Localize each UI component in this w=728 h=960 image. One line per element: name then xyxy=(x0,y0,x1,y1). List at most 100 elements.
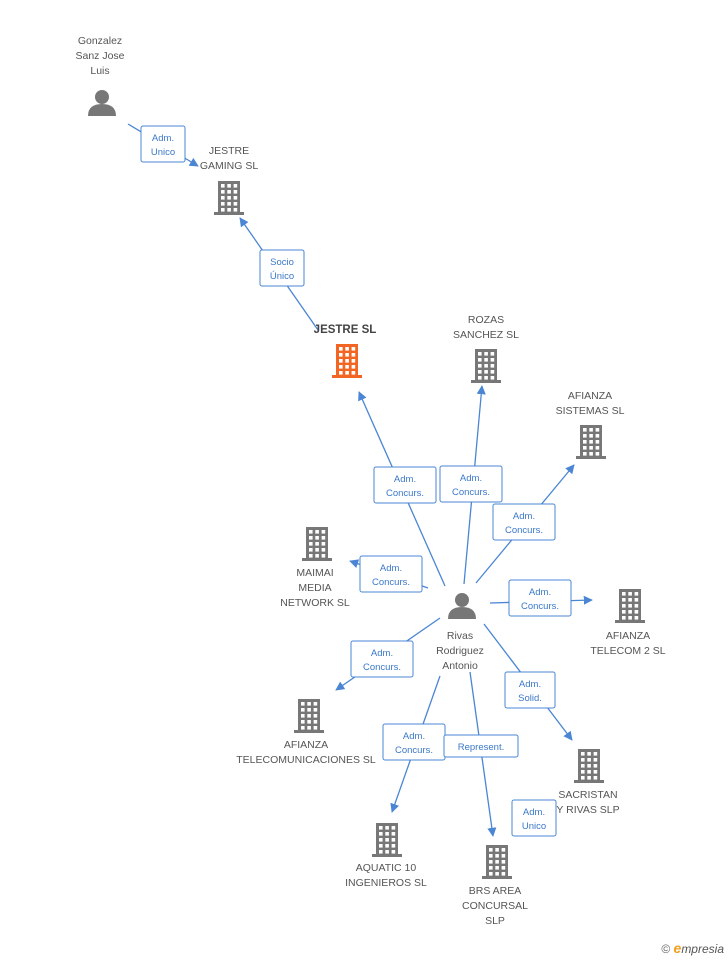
node-afianza_sistemas[interactable]: AFIANZA SISTEMAS SL xyxy=(556,390,625,459)
node-label: NETWORK SL xyxy=(280,597,350,609)
edge-label-text: Adm. xyxy=(460,473,482,484)
edge-label-box xyxy=(443,734,519,758)
building-icon xyxy=(214,181,244,215)
edge-label-text: Unico xyxy=(151,147,175,158)
node-label: MEDIA xyxy=(298,582,331,594)
person-icon xyxy=(448,593,476,619)
edge-label-text: Solid. xyxy=(518,693,542,704)
node-jestre[interactable]: JESTRE SL xyxy=(314,324,377,378)
edge-label-text: Concurs. xyxy=(372,577,410,588)
node-label: INGENIEROS SL xyxy=(345,877,427,889)
copyright-icon: © xyxy=(661,942,671,956)
node-label: BRS AREA xyxy=(469,885,522,897)
edge-label-text: Concurs. xyxy=(452,487,490,498)
edge-label-gonzalez-jestre_gaming[interactable]: Adm. Unico xyxy=(140,125,186,163)
edge-label-text: Concurs. xyxy=(505,525,543,536)
brand-logo: empresia xyxy=(673,940,724,956)
edge-label-box xyxy=(439,465,503,503)
person-icon xyxy=(88,90,116,116)
node-label: SLP xyxy=(485,915,505,927)
building-icon xyxy=(576,425,606,459)
edge-label-sacristan-brs[interactable]: Adm.Unico xyxy=(511,799,557,837)
edge-label-text: Concurs. xyxy=(386,488,424,499)
edge-label-text: Adm. xyxy=(519,679,541,690)
edge-label-rivas-aquatic[interactable]: Adm. Concurs. xyxy=(382,723,446,761)
edge-label-rivas-sacristan[interactable]: Adm. Solid. xyxy=(504,671,556,709)
node-label: TELECOM 2 SL xyxy=(590,645,665,657)
node-label: GAMING SL xyxy=(200,160,259,172)
node-label: TELECOMUNICACIONES SL xyxy=(236,754,376,766)
node-label: SANCHEZ SL xyxy=(453,329,519,341)
node-label: SISTEMAS SL xyxy=(556,405,625,417)
edge-label-text: Adm. xyxy=(371,648,393,659)
node-maimai[interactable]: MAIMAI MEDIA NETWORK SL xyxy=(280,527,350,609)
node-jestre_gaming[interactable]: JESTRE GAMING SL xyxy=(200,145,259,215)
node-label: AQUATIC 10 xyxy=(356,862,417,874)
building-icon xyxy=(615,589,645,623)
node-label: Luis xyxy=(90,65,109,77)
edge-label-box xyxy=(373,466,437,504)
building-icon xyxy=(471,349,501,383)
edge-label-text: Adm. xyxy=(529,587,551,598)
node-aquatic[interactable]: AQUATIC 10 INGENIEROS SL xyxy=(345,823,427,889)
edge-label-text: Adm. xyxy=(152,133,174,144)
edge-label-text: Único xyxy=(270,271,294,282)
edge-label-text: Adm. xyxy=(403,731,425,742)
edge-labels-layer: Adm.UnicoSocioÚnicoAdm.Concurs.Adm.Concu… xyxy=(140,125,572,837)
node-label: Rodriguez xyxy=(436,645,484,657)
edge-label-text: Adm. xyxy=(380,563,402,574)
brand-initial: e xyxy=(673,940,682,956)
brand-footer[interactable]: © empresia xyxy=(661,940,724,956)
edge-label-text: Adm. xyxy=(523,807,545,818)
edge-label-box xyxy=(359,555,423,593)
edge-label-rivas-maimai[interactable]: Adm. Concurs. xyxy=(359,555,423,593)
building-icon xyxy=(302,527,332,561)
node-brs[interactable]: BRS AREA CONCURSAL SLP xyxy=(462,845,528,927)
edge-label-rivas-rozas[interactable]: Adm. Concurs. xyxy=(439,465,503,503)
edge-label-text: Concurs. xyxy=(521,601,559,612)
node-label: SACRISTAN xyxy=(558,789,617,801)
building-icon xyxy=(294,699,324,733)
edge-label-text: Concurs. xyxy=(395,745,433,756)
edge-label-text: Adm. xyxy=(513,511,535,522)
edge-label-rivas-brs[interactable]: Represent. xyxy=(443,734,519,758)
node-label: JESTRE xyxy=(209,145,249,157)
node-afianza_telecom[interactable]: AFIANZA TELECOMUNICACIONES SL xyxy=(236,699,376,766)
edge-label-box xyxy=(504,671,556,709)
brand-name: mpresia xyxy=(681,942,724,956)
node-label: JESTRE SL xyxy=(314,324,377,336)
edge-label-box xyxy=(259,249,305,287)
node-label: MAIMAI xyxy=(296,567,333,579)
node-label: Sanz Jose xyxy=(75,50,124,62)
node-label: Antonio xyxy=(442,660,478,672)
edge-label-box xyxy=(492,503,556,541)
building-icon xyxy=(332,344,362,378)
node-rozas[interactable]: ROZAS SANCHEZ SL xyxy=(453,314,519,383)
node-label: Gonzalez xyxy=(78,35,122,47)
edge-label-box xyxy=(511,799,557,837)
edge-label-rivas-afianza_telecom2[interactable]: Adm. Concurs. xyxy=(508,579,572,617)
edge-label-box xyxy=(140,125,186,163)
node-label: Rivas xyxy=(447,630,473,642)
node-label: ROZAS xyxy=(468,314,504,326)
node-label: AFIANZA xyxy=(284,739,328,751)
edge-label-rivas-afianza_sistemas[interactable]: Adm. Concurs. xyxy=(492,503,556,541)
building-icon xyxy=(482,845,512,879)
edge-label-text: Socio xyxy=(270,257,294,268)
edge-label-rivas-afianza_telecom[interactable]: Adm. Concurs. xyxy=(350,640,414,678)
edge-label-rivas-jestre[interactable]: Adm. Concurs. xyxy=(373,466,437,504)
edge-label-text: Concurs. xyxy=(363,662,401,673)
building-icon xyxy=(574,749,604,783)
edge-label-box xyxy=(350,640,414,678)
edge-label-text: Represent. xyxy=(458,742,504,753)
node-label: CONCURSAL xyxy=(462,900,528,912)
edge-label-text: Adm. xyxy=(394,474,416,485)
node-label: AFIANZA xyxy=(568,390,612,402)
